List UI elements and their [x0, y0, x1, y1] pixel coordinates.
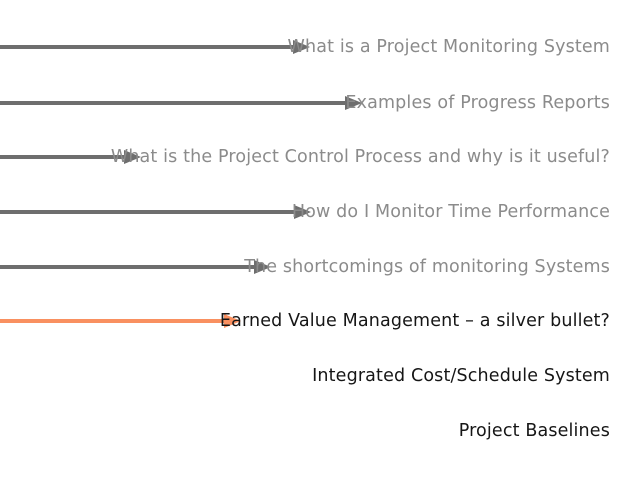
- arrow-shaft: [0, 101, 345, 105]
- arrow-head: [345, 96, 362, 110]
- agenda-item[interactable]: Earned Value Management – a silver bulle…: [0, 306, 638, 336]
- arrow-head: [293, 40, 310, 54]
- arrow-head: [224, 314, 241, 328]
- agenda-item[interactable]: Project Baselines: [0, 416, 638, 446]
- agenda-item[interactable]: Examples of Progress Reports: [0, 88, 638, 118]
- arrow-shaft: [0, 265, 254, 269]
- agenda-item-label: What is the Project Control Process and …: [110, 147, 610, 167]
- agenda-item[interactable]: The shortcomings of monitoring Systems: [0, 252, 638, 282]
- arrow-head: [124, 150, 141, 164]
- arrow-shaft: [0, 155, 124, 159]
- agenda-item[interactable]: What is the Project Control Process and …: [0, 142, 638, 172]
- agenda-item-label: Project Baselines: [458, 421, 610, 441]
- arrow-shaft: [0, 45, 293, 49]
- arrow-head: [254, 260, 271, 274]
- agenda-item-label: What is a Project Monitoring System: [287, 37, 610, 57]
- agenda-item-label: Integrated Cost/Schedule System: [312, 366, 610, 386]
- arrow-shaft: [0, 319, 224, 323]
- progress-arrow-icon: [0, 259, 271, 275]
- agenda-item-label: How do I Monitor Time Performance: [291, 202, 610, 222]
- arrow-head: [294, 205, 311, 219]
- agenda-item[interactable]: Integrated Cost/Schedule System: [0, 361, 638, 391]
- agenda-item[interactable]: What is a Project Monitoring System: [0, 32, 638, 62]
- agenda-item[interactable]: How do I Monitor Time Performance: [0, 197, 638, 227]
- progress-arrow-icon: [0, 39, 310, 55]
- arrow-shaft: [0, 210, 294, 214]
- agenda-item-label: Earned Value Management – a silver bulle…: [219, 311, 610, 331]
- progress-arrow-icon: [0, 149, 141, 165]
- progress-arrow-icon: [0, 204, 311, 220]
- agenda-item-label: Examples of Progress Reports: [345, 93, 610, 113]
- progress-arrow-icon: [0, 313, 241, 329]
- agenda-item-label: The shortcomings of monitoring Systems: [244, 257, 610, 277]
- progress-arrow-icon: [0, 95, 362, 111]
